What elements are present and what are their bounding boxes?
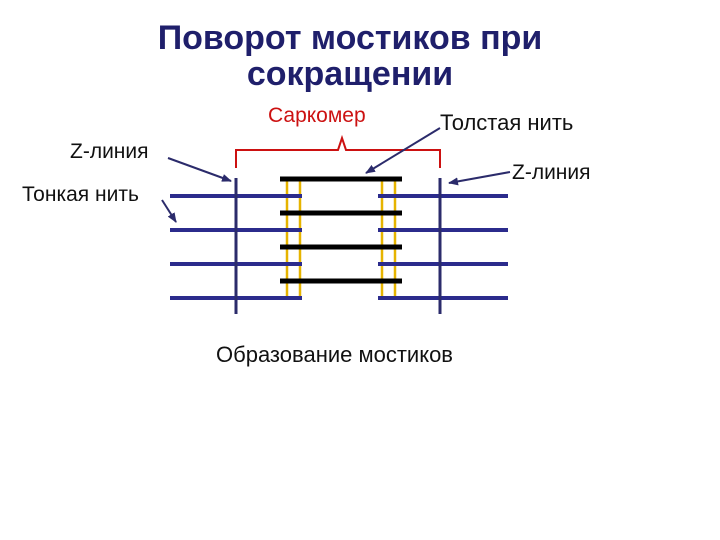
sarcomere-label: Саркомер bbox=[268, 104, 366, 127]
bridge-formation-label: Образование мостиков bbox=[216, 342, 453, 367]
arrow-z-line-right bbox=[448, 171, 511, 186]
arrow-z-line-left bbox=[167, 157, 232, 182]
sarcomere-bracket bbox=[235, 134, 441, 168]
diagram-title: Поворот мостиков при сокращении bbox=[157, 19, 543, 93]
thin-filament-label: Тонкая нить bbox=[22, 183, 139, 206]
arrow-thick-filament bbox=[365, 127, 441, 174]
thick-filament-label: Толстая нить bbox=[440, 110, 574, 135]
z-line-left-label: Z-линия bbox=[70, 140, 149, 163]
z-line-right-label: Z-линия bbox=[512, 161, 591, 184]
arrow-thin-filament bbox=[161, 199, 177, 223]
cross-bridges bbox=[285, 180, 397, 296]
